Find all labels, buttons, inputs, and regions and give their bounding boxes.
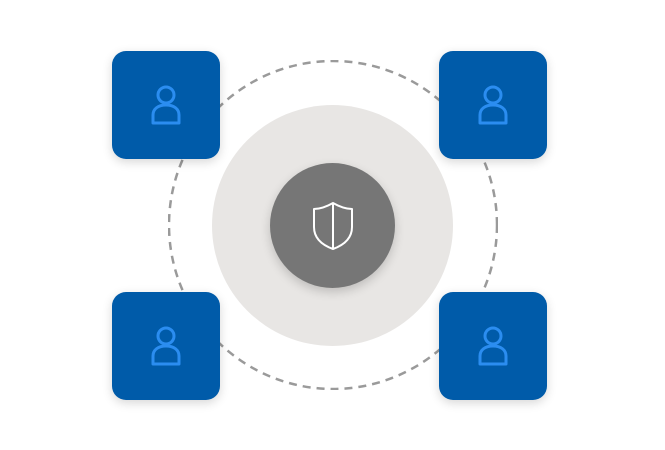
user-icon xyxy=(478,326,508,366)
user-icon xyxy=(478,85,508,125)
security-hub xyxy=(270,163,395,288)
shield-icon xyxy=(312,201,353,250)
user-icon xyxy=(151,85,181,125)
user-icon xyxy=(151,326,181,366)
user-tile-bottom-right xyxy=(439,292,547,400)
dashed-connection-ring xyxy=(168,60,498,390)
user-tile-top-right xyxy=(439,51,547,159)
user-tile-bottom-left xyxy=(112,292,220,400)
user-tile-top-left xyxy=(112,51,220,159)
